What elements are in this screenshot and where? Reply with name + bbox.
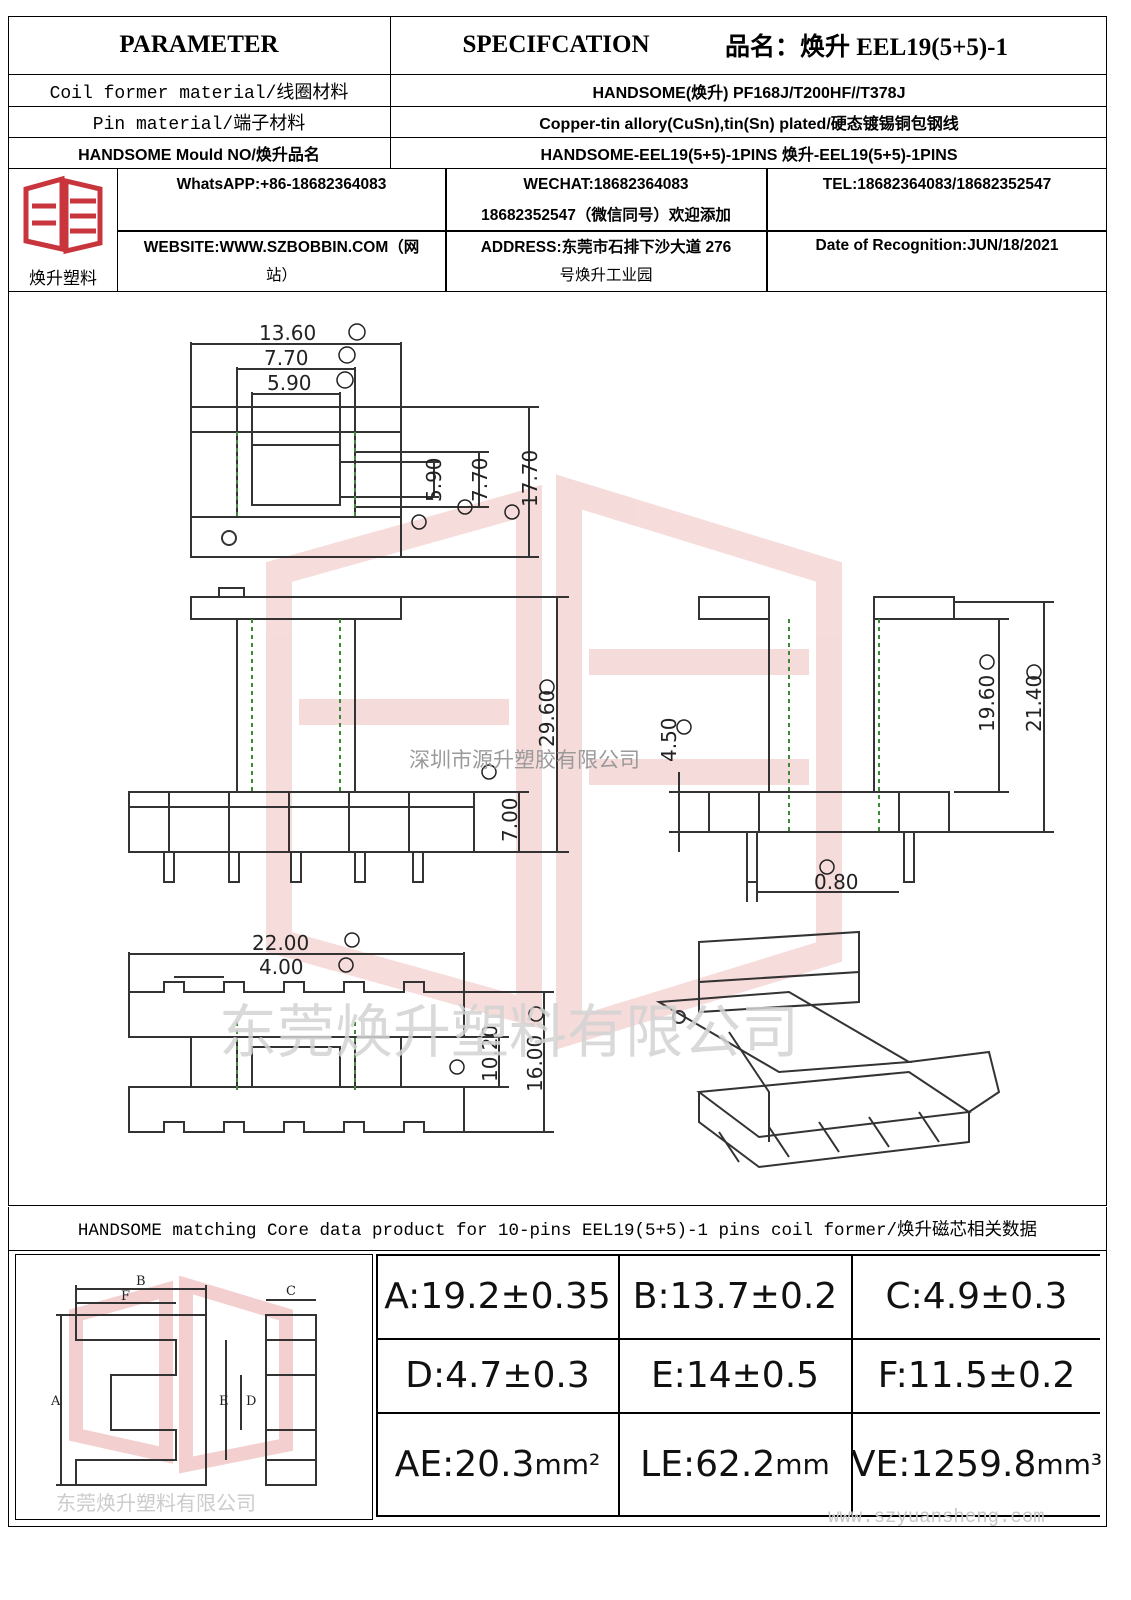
row-label-pin-material: Pin material/端子材料 xyxy=(8,107,391,138)
core-value-c: C:4.9±0.3 xyxy=(885,1276,1068,1317)
logo-caption: 焕升塑料 xyxy=(29,268,97,289)
spec-table xyxy=(8,16,1107,292)
parameter-heading: PARAMETER xyxy=(8,16,391,75)
row-label-coil-material: Coil former material/线圈材料 xyxy=(8,75,391,107)
dim-side-7-70: 7.70 xyxy=(468,457,492,502)
address-contact: ADDRESS:东莞市石排下沙大道 276 xyxy=(480,239,732,256)
core-table xyxy=(8,1251,1107,1527)
watermark-cn-top: 深圳市源升塑胶有限公司 xyxy=(409,748,640,772)
watermark-cn-big: 东莞焕升塑料有限公司 xyxy=(219,998,799,1066)
company-logo xyxy=(23,175,103,255)
website-contact: WEBSITE:WWW.SZBOBBIN.COM（网 xyxy=(143,239,420,256)
core-label-c: C xyxy=(286,1284,296,1299)
core-label-e: E xyxy=(219,1394,229,1409)
core-value-e: E:14±0.5 xyxy=(650,1355,820,1396)
specification-heading: SPECIFCATION xyxy=(391,16,721,75)
core-value-b: B:13.7±0.2 xyxy=(632,1276,838,1317)
product-name: 品名：焕升 EEL19(5+5)-1 xyxy=(721,16,1107,75)
dim-front-7-00: 7.00 xyxy=(498,797,522,842)
le-value: LE:62.2 xyxy=(640,1443,776,1485)
row-value-coil-material: HANDSOME(焕升) PF168J/T200HF//T378J xyxy=(391,75,1107,107)
dim-right-21-40: 21.40 xyxy=(1022,675,1046,732)
dim-top-7-70: 7.70 xyxy=(264,346,309,370)
core-value-d: D:4.7±0.3 xyxy=(405,1355,590,1396)
le-unit: mm xyxy=(775,1447,830,1481)
core-diagram: B F C A E D 东莞焕升塑料有限公司 xyxy=(50,1274,317,1515)
core-section-title: HANDSOME matching Core data product for … xyxy=(8,1207,1107,1251)
row-value-mould-no: HANDSOME-EEL19(5+5)-1PINS 焕升-EEL19(5+5)-… xyxy=(391,138,1107,169)
dim-side-5-90: 5.90 xyxy=(422,457,446,502)
ve-unit: mm³ xyxy=(1036,1447,1103,1481)
address-contact-line2: 号焕升工业园 xyxy=(559,267,653,284)
footer-url-watermark: www.szyuansheng.com xyxy=(828,1506,1045,1528)
ae-unit: mm² xyxy=(534,1447,601,1481)
dim-pin-0-80: 0.80 xyxy=(814,870,859,894)
website-contact-suffix: 站） xyxy=(265,267,297,284)
ve-value: VE:1259.8 xyxy=(850,1443,1037,1485)
row-label-mould-no: HANDSOME Mould NO/焕升品名 xyxy=(8,138,391,169)
dim-bottom-22-00: 22.00 xyxy=(252,931,309,955)
core-value-f: F:11.5±0.2 xyxy=(877,1355,1076,1396)
dim-top-13-60: 13.60 xyxy=(259,321,316,345)
core-label-a: A xyxy=(50,1394,61,1409)
dim-right-19-60: 19.60 xyxy=(975,675,999,732)
dim-top-5-90: 5.90 xyxy=(267,371,312,395)
core-label-d: D xyxy=(246,1394,256,1409)
company-logo-cell: 焕升塑料 xyxy=(8,169,118,292)
core-value-a: A:19.2±0.35 xyxy=(384,1276,611,1317)
technical-drawing: 13.60 7.70 5.90 5.90 7.70 17.70 29.60 7.… xyxy=(128,321,1054,1169)
drawing-panel: 13.60 7.70 5.90 5.90 7.70 17.70 29.60 7.… xyxy=(8,292,1107,1206)
dim-bottom-10-20: 10.20 xyxy=(478,1025,502,1082)
dim-bottom-16-00: 16.00 xyxy=(523,1035,547,1092)
date-of-recognition: Date of Recognition:JUN/18/2021 xyxy=(815,237,1059,254)
wechat-contact: WECHAT:18682364083 xyxy=(523,176,689,193)
core-diagram-cell: B F C A E D 东莞焕升塑料有限公司 xyxy=(15,1254,373,1520)
ae-value: AE:20.3 xyxy=(394,1443,535,1485)
dim-side-17-70: 17.70 xyxy=(518,450,542,507)
dim-front-29-60: 29.60 xyxy=(535,690,559,747)
dim-bottom-4-00: 4.00 xyxy=(259,955,304,979)
tel-contact: TEL:18682364083/18682352547 xyxy=(822,176,1052,193)
core-watermark: 东莞焕升塑料有限公司 xyxy=(56,1491,256,1515)
core-label-f: F xyxy=(121,1289,130,1304)
whatsapp-contact: WhatsAPP:+86-18682364083 xyxy=(176,176,387,193)
wechat-note: 18682352547（微信同号）欢迎添加 xyxy=(481,207,731,224)
row-value-pin-material: Copper-tin allory(CuSn),tin(Sn) plated/硬… xyxy=(391,107,1107,138)
core-label-b: B xyxy=(136,1274,146,1289)
